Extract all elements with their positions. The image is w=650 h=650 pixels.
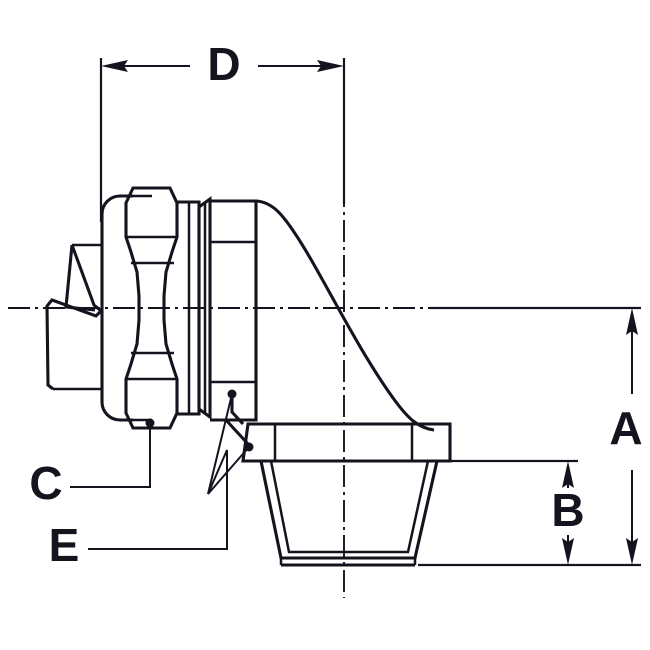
flange-upper-step [230,394,245,426]
dimension-A: A [418,306,643,567]
tang-inner-profile [64,244,96,312]
leader-E-line [88,449,228,550]
throat-inner-wall [269,460,430,554]
dimension-D: D [99,38,346,222]
outlet-flange [230,394,452,463]
leader-C-target-dot [145,418,155,428]
sealing-ring-tang [45,243,104,391]
leader-E-branch-upper [207,393,233,495]
dim-B-label: B [551,484,584,536]
dim-B-arrow-up [562,461,574,488]
leader-E-target-dot-lower [244,442,254,452]
dim-A-arrow-down [626,538,638,565]
dim-E-label: E [49,519,80,571]
hex-nut-outline [124,186,179,430]
elbow-body [210,199,258,446]
elbow-sweep [255,199,435,432]
hex-gland-nut [124,186,179,430]
body-outline [210,199,258,422]
elbow-sweep-curve [255,199,435,432]
leader-E-branch-lower [207,446,250,495]
throat-bushing [259,460,439,567]
leader-E-target-dot-upper [227,389,237,399]
dim-D-label: D [207,38,240,90]
end-cap-outline [100,194,133,422]
dim-D-arrow-right [317,60,344,72]
dim-D-arrow-left [101,60,128,72]
dim-A-label: A [609,402,642,454]
dim-B-arrow-down [562,538,574,565]
leader-E: E [49,389,254,571]
throat-outer-wall [259,460,439,560]
tang-profile [45,244,104,391]
thread-collar [177,195,212,421]
leader-C: C [29,418,155,509]
dim-A-arrow-up [626,308,638,335]
dim-C-label: C [29,457,62,509]
dimension-B: B [406,459,585,565]
leader-C-line [70,423,151,488]
